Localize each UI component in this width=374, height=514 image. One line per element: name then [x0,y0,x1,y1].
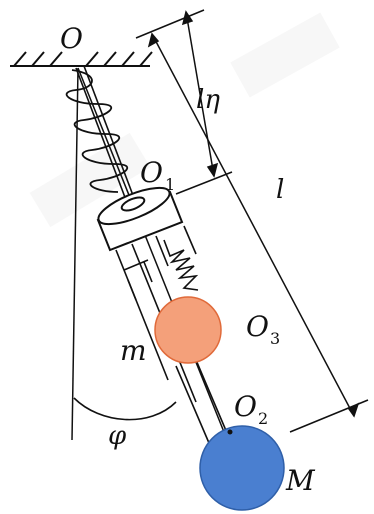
lower-spring [163,239,199,291]
collar [96,186,184,252]
upper-spring [65,69,129,193]
o2-point [227,429,233,435]
dimension-l [135,9,369,433]
lower-rails [115,225,197,403]
label-big-mass-M: M [285,464,316,497]
vertical-reference-line [71,67,79,441]
label-small-mass-m: m [120,334,147,367]
small-mass-m [154,296,222,364]
dimension-l-eta [181,10,219,178]
label-length-l: l [276,175,284,205]
upper-rod [75,65,135,201]
angle-arc [73,397,177,421]
damper [123,259,153,301]
label-O3-sub: 3 [270,329,280,348]
label-offset-l-eta: lη [196,85,220,115]
label-O1-sub: 1 [165,175,175,194]
label-O1: O [140,156,163,189]
label-pivot-O: O [60,22,83,55]
ceiling-support [10,51,153,67]
watermark [29,12,340,228]
connecting-rod [175,359,231,451]
label-angle-phi: φ [108,421,127,451]
label-O2-sub: 2 [258,409,268,428]
big-mass-M [199,425,285,511]
pendulum-axis-line [77,67,237,463]
o1-marker-line [175,171,233,195]
label-O3: O [246,310,269,343]
label-O2: O [234,390,257,423]
